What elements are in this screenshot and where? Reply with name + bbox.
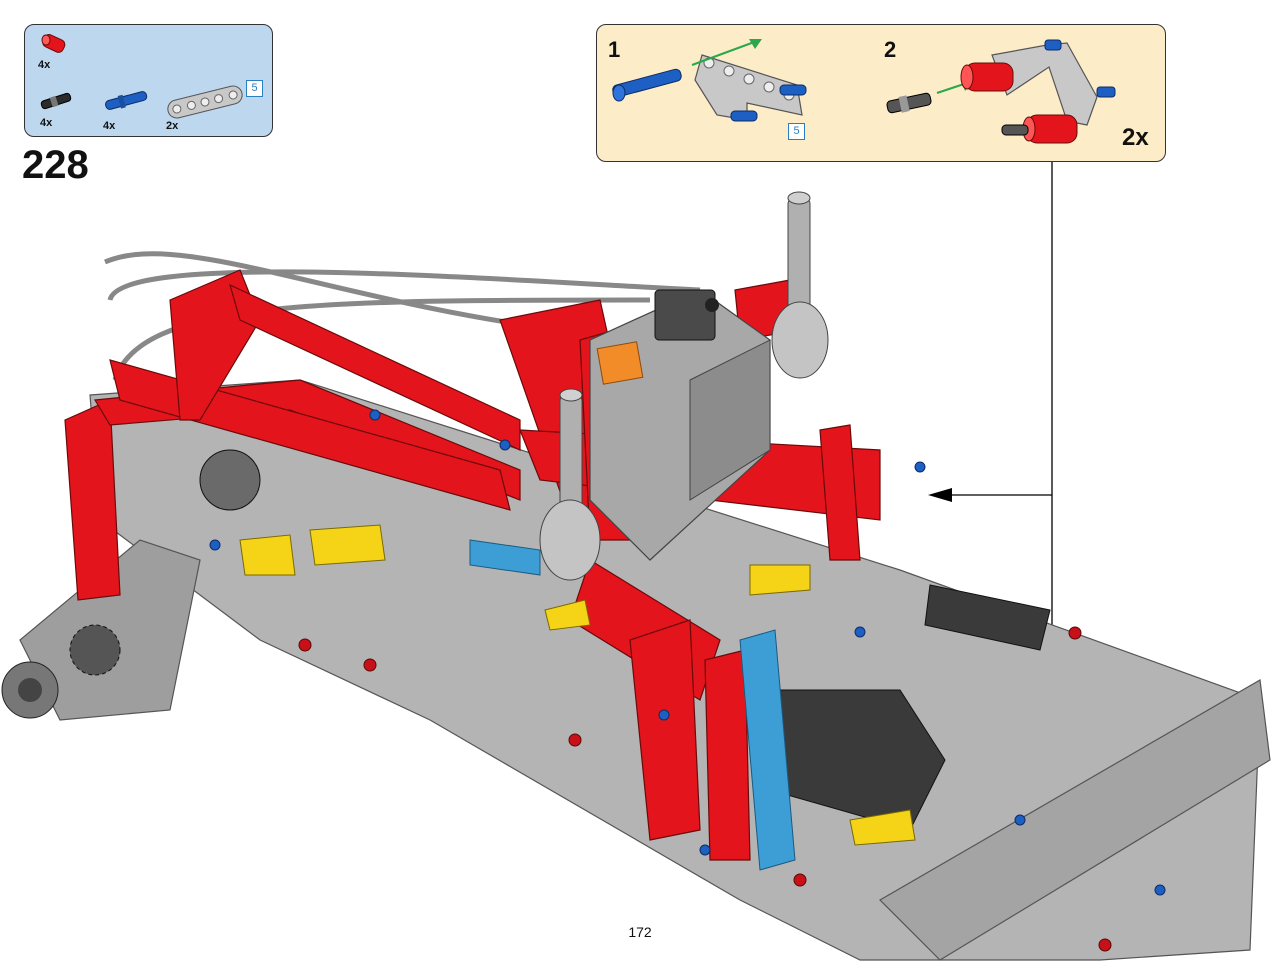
qty-liftarm: 2x — [166, 120, 179, 132]
liftarm-length-badge: 5 — [246, 80, 263, 97]
black-pin-icon — [40, 92, 72, 110]
gray-liftarm-icon — [167, 85, 243, 119]
qty-black-pin: 4x — [40, 117, 53, 129]
page-number: 172 — [628, 924, 652, 940]
front-gear-housing — [1, 449, 261, 719]
substep1-arrow-head — [749, 39, 762, 49]
substep2-number: 2 — [884, 37, 897, 62]
red-beams — [64, 269, 881, 861]
red-axle-connector-icon — [41, 34, 66, 53]
azure-parts — [469, 539, 796, 871]
cable-bundle — [104, 251, 701, 381]
substep2-assembly-icon — [960, 39, 1116, 144]
leader-arrow-lower — [730, 647, 760, 663]
step-number: 228 — [22, 143, 89, 187]
substep1-number: 1 — [608, 37, 621, 62]
substep2-black-pin-icon — [886, 92, 932, 114]
parts-list-art — [40, 34, 243, 119]
callout-leader-lines — [745, 162, 1053, 656]
subassembly-art — [612, 39, 1116, 144]
qty-blue-pin: 4x — [103, 120, 116, 132]
blue-axle-pin-icon — [105, 91, 148, 110]
subassembly-multiplier: 2x — [1122, 124, 1149, 151]
shock-towers — [539, 191, 829, 581]
subassembly-callout: 1 5 2 2x — [596, 24, 1166, 162]
leader-arrow-upper — [928, 488, 952, 502]
battery-box — [589, 289, 771, 561]
dark-components — [759, 454, 1051, 831]
chassis-frame — [19, 379, 1271, 961]
parts-list-panel: 4x 4x 4x 2x 5 — [24, 24, 273, 137]
yellow-parts — [239, 524, 916, 846]
substep1-length-badge: 5 — [788, 123, 805, 140]
pins-red — [298, 626, 1112, 952]
substep1-blue-pin-icon — [612, 68, 682, 102]
substep1-liftarm-icon — [694, 54, 807, 122]
qty-red-connector: 4x — [38, 59, 51, 71]
substep1-arrow — [691, 40, 758, 66]
pins-blue — [209, 409, 1166, 896]
